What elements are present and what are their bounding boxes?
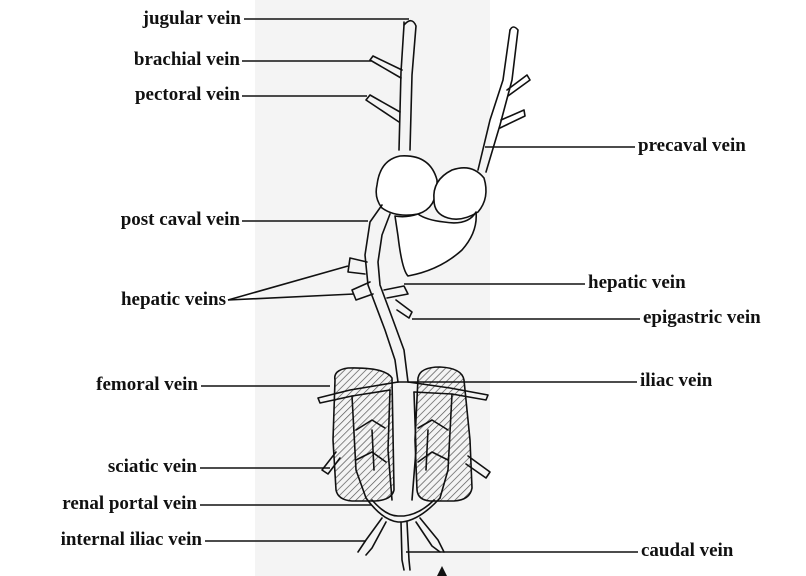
label-femoral-vein: femoral vein — [96, 375, 198, 395]
label-renal-portal-vein: renal portal vein — [62, 494, 197, 514]
label-pectoral-vein: pectoral vein — [135, 85, 240, 105]
label-sciatic-vein: sciatic vein — [108, 457, 197, 477]
label-epigastric-vein: epigastric vein — [643, 308, 761, 328]
label-hepatic-vein: hepatic vein — [588, 273, 686, 293]
label-precaval-vein: precaval vein — [638, 136, 746, 156]
label-brachial-vein: brachial vein — [134, 50, 240, 70]
label-hepatic-veins: hepatic veins — [121, 290, 226, 310]
label-iliac-vein: iliac vein — [640, 371, 712, 391]
label-jugular-vein: jugular vein — [143, 9, 241, 29]
label-internal-iliac-vein: internal iliac vein — [61, 530, 202, 550]
label-caudal-vein: caudal vein — [641, 541, 733, 561]
label-post-caval-vein: post caval vein — [121, 210, 240, 230]
